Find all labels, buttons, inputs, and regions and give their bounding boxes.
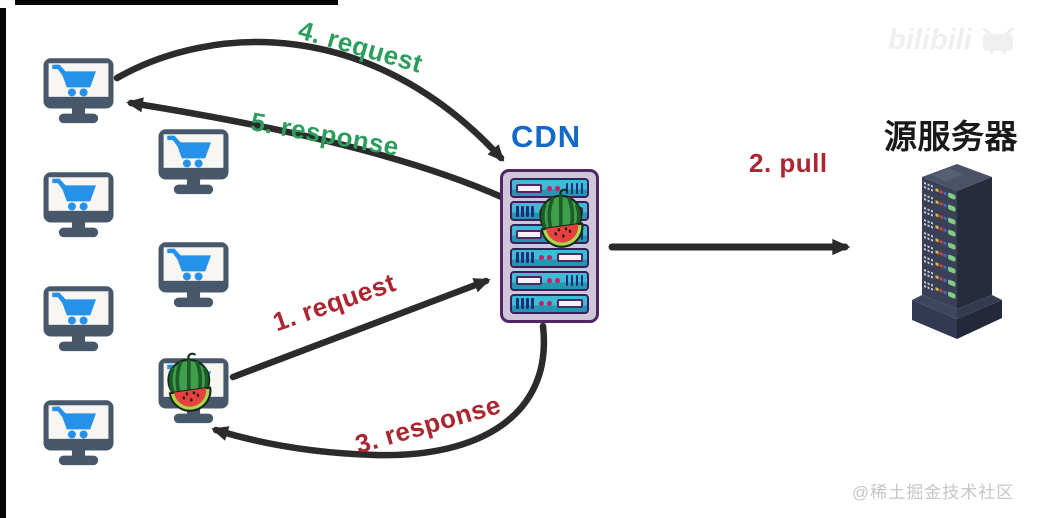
tower-base-top-right [957, 295, 1002, 319]
cdn-title: CDN [511, 119, 582, 154]
shopping-cart-monitor-icon [43, 400, 114, 466]
rack-slot-1 [510, 178, 589, 198]
client-computer-2 [43, 172, 114, 238]
video-letterbox-left [0, 0, 6, 518]
origin-server-tower [912, 164, 1002, 339]
slot-leds [547, 278, 561, 284]
client-computer-4 [43, 400, 114, 466]
watermelon-glyph [538, 188, 587, 248]
bilibili-watermark: bilibili [888, 24, 1016, 57]
tower-top-patch [932, 168, 963, 182]
shopping-cart-monitor-icon [43, 172, 114, 238]
tower-top-face [922, 164, 992, 191]
slot-vents [516, 298, 534, 310]
client-computer-1 [43, 58, 114, 124]
arrow-step3-response [211, 322, 548, 459]
origin-server-title: 源服务器 [884, 118, 1018, 155]
juejin-community-watermark: @稀土掘金技术社区 [852, 483, 1015, 502]
slot-panel [516, 183, 542, 193]
watermelon-icon-on-cdn [538, 188, 587, 248]
slot-leds [538, 301, 552, 307]
rack-slot-5 [510, 270, 589, 291]
tower-base-left [912, 300, 957, 339]
bilibili-tv-icon [982, 27, 1014, 54]
watermelon-icon [166, 352, 215, 412]
tower-base-top-left [912, 295, 957, 319]
arrow-step1-request [229, 277, 491, 381]
shopping-cart-monitor-icon [43, 286, 114, 352]
slot-leds [547, 185, 561, 191]
client-computer-6 [158, 242, 229, 308]
slot-leds [538, 255, 552, 261]
slot-vents [565, 182, 583, 194]
video-corner-notch [0, 0, 15, 8]
rack-slot-6 [510, 293, 589, 314]
video-letterbox-top [0, 0, 338, 5]
shopping-cart-monitor-icon [43, 58, 114, 124]
watermelon-glyph [166, 352, 215, 412]
rack-slot-4 [510, 247, 589, 268]
slot-panel [516, 229, 542, 239]
client-computer-3 [43, 286, 114, 352]
tower-right-face [957, 177, 992, 309]
slot-panel [516, 276, 542, 286]
tower-base-right [957, 300, 1002, 339]
client-computer-5 [158, 129, 229, 195]
slot-vents [516, 205, 534, 217]
label-step2-pull: 2. pull [749, 148, 828, 178]
slot-panel [557, 299, 583, 309]
slot-vents [565, 275, 583, 287]
shopping-cart-monitor-icon [158, 129, 229, 195]
shopping-cart-monitor-icon [158, 242, 229, 308]
slot-panel [557, 253, 583, 263]
arrow-step5-response [126, 97, 508, 202]
arrow-step4-request [113, 38, 505, 162]
bilibili-logo-text: bilibili [888, 24, 972, 56]
slot-vents [516, 252, 534, 264]
tower-left-face [922, 177, 957, 309]
